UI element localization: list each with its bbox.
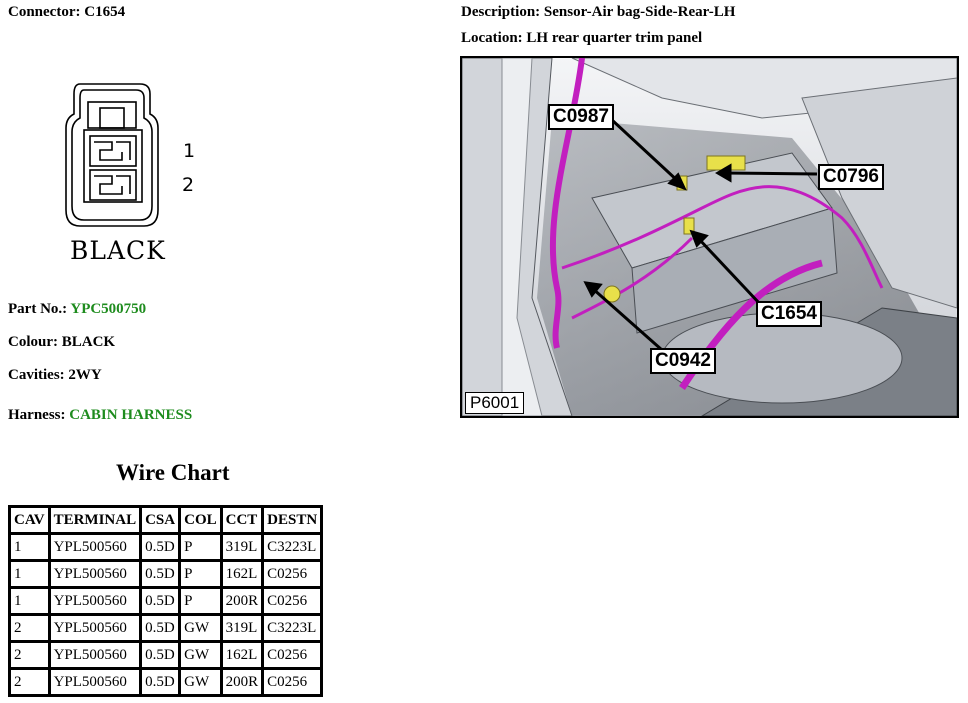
callout-c0796: C0796	[818, 164, 884, 190]
table-cell: 0.5D	[139, 559, 182, 589]
table-cell: 0.5D	[139, 586, 182, 616]
table-cell: 2	[8, 640, 51, 670]
table-cell: C0256	[261, 667, 324, 697]
wire-chart-table: CAV TERMINAL CSA COL CCT DESTN 1 YPL5005…	[8, 505, 324, 697]
wire-chart-title: Wire Chart	[116, 460, 230, 485]
connector-title: Connector: C1654	[8, 4, 126, 20]
table-row: 2 YPL500560 0.5D GW 319L C3223L	[8, 613, 324, 643]
harness-label: Harness:	[8, 407, 66, 423]
column-header: DESTN	[261, 505, 324, 535]
table-cell: 319L	[219, 532, 265, 562]
callout-c1654: C1654	[756, 301, 822, 327]
connector-face-drawing	[65, 83, 159, 227]
pin-1-label: 1	[183, 140, 196, 162]
table-row: 2 YPL500560 0.5D GW 200R C0256	[8, 667, 324, 697]
table-header-row: CAV TERMINAL CSA COL CCT DESTN	[8, 505, 324, 535]
column-header: CCT	[219, 505, 265, 535]
harness-info: Harness: CABIN HARNESS	[8, 407, 192, 424]
table-cell: 0.5D	[139, 613, 182, 643]
location-photo: C0987 C0796 C1654 C0942 P6001	[460, 56, 959, 418]
callout-c0942: C0942	[650, 348, 716, 374]
table-cell: 2	[8, 613, 51, 643]
table-row: 1 YPL500560 0.5D P 200R C0256	[8, 586, 324, 616]
connector-color-label: BLACK	[70, 236, 166, 265]
table-cell: GW	[178, 640, 223, 670]
table-cell: C0256	[261, 559, 324, 589]
location-title: Location: LH rear quarter trim panel	[461, 30, 703, 46]
table-cell: C0256	[261, 640, 324, 670]
table-cell: 319L	[219, 613, 265, 643]
column-header: CAV	[8, 505, 51, 535]
colour-info: Colour: BLACK	[8, 334, 116, 350]
part-number-value[interactable]: YPC500750	[70, 301, 147, 317]
table-cell: 1	[8, 586, 51, 616]
table-row: 2 YPL500560 0.5D GW 162L C0256	[8, 640, 324, 670]
part-number: Part No.: YPC500750	[8, 301, 146, 318]
table-cell: C0256	[261, 586, 324, 616]
column-header: CSA	[139, 505, 182, 535]
table-cell: 0.5D	[139, 532, 182, 562]
table-cell: 200R	[219, 667, 265, 697]
description-title: Description: Sensor-Air bag-Side-Rear-LH	[461, 4, 736, 20]
table-cell: C3223L	[261, 532, 324, 562]
table-cell: YPL500560	[47, 559, 143, 589]
column-header: COL	[178, 505, 223, 535]
table-cell: GW	[178, 613, 223, 643]
pin-2-label: 2	[182, 174, 195, 196]
table-cell: 162L	[219, 640, 265, 670]
table-cell: P	[178, 532, 223, 562]
table-cell: 2	[8, 667, 51, 697]
table-cell: 162L	[219, 559, 265, 589]
table-cell: P	[178, 586, 223, 616]
table-row: 1 YPL500560 0.5D P 319L C3223L	[8, 532, 324, 562]
table-row: 1 YPL500560 0.5D P 162L C0256	[8, 559, 324, 589]
table-cell: YPL500560	[47, 640, 143, 670]
table-cell: GW	[178, 667, 223, 697]
table-cell: 0.5D	[139, 667, 182, 697]
table-cell: P	[178, 559, 223, 589]
column-header: TERMINAL	[47, 505, 143, 535]
table-cell: YPL500560	[47, 667, 143, 697]
table-cell: 1	[8, 559, 51, 589]
cavities-info: Cavities: 2WY	[8, 367, 102, 383]
vehicle-interior-illustration	[462, 58, 957, 416]
table-cell: 0.5D	[139, 640, 182, 670]
table-cell: YPL500560	[47, 532, 143, 562]
table-cell: YPL500560	[47, 586, 143, 616]
part-number-label: Part No.:	[8, 301, 68, 317]
harness-value[interactable]: CABIN HARNESS	[69, 407, 193, 423]
callout-c0987: C0987	[548, 104, 614, 130]
table-cell: 1	[8, 532, 51, 562]
table-cell: 200R	[219, 586, 265, 616]
photo-reference-label: P6001	[465, 392, 525, 414]
table-cell: C3223L	[261, 613, 324, 643]
table-cell: YPL500560	[47, 613, 143, 643]
